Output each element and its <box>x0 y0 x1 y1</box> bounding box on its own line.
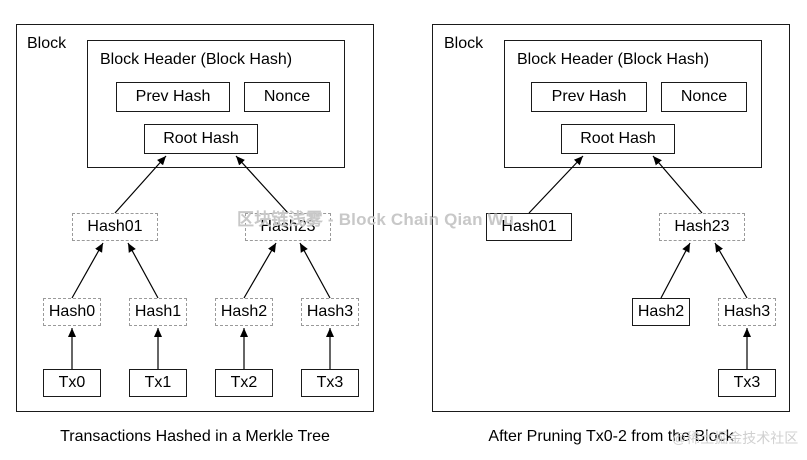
right-caption: After Pruning Tx0-2 from the Block <box>488 428 734 445</box>
left-caption: Transactions Hashed in a Merkle Tree <box>60 428 330 445</box>
right-header-label: Block Header (Block Hash) <box>517 51 710 68</box>
left-prev-hash-box: Prev Hash <box>116 82 230 112</box>
left-hash23-box: Hash23 <box>245 213 331 241</box>
left-block-label: Block <box>27 35 67 52</box>
right-hash2-box: Hash2 <box>632 298 690 326</box>
left-hash1-box: Hash1 <box>129 298 187 326</box>
left-tx0-box: Tx0 <box>43 369 101 397</box>
corner-watermark: @稀土掘金技术社区 <box>672 430 799 446</box>
left-tx2-box: Tx2 <box>215 369 273 397</box>
left-root-hash-box: Root Hash <box>144 124 258 154</box>
left-hash0-box: Hash0 <box>43 298 101 326</box>
right-root-hash-box: Root Hash <box>561 124 675 154</box>
right-tx3-box: Tx3 <box>718 369 776 397</box>
center-watermark: 区块链浅雾 - Block Chain Qian Wu <box>237 210 515 229</box>
left-nonce-box: Nonce <box>244 82 330 112</box>
left-tx1-box: Tx1 <box>129 369 187 397</box>
left-tx3-box: Tx3 <box>301 369 359 397</box>
left-hash01-box: Hash01 <box>72 213 158 241</box>
right-block-label: Block <box>444 35 484 52</box>
right-nonce-box: Nonce <box>661 82 747 112</box>
right-hash01-box: Hash01 <box>486 213 572 241</box>
right-hash3-box: Hash3 <box>718 298 776 326</box>
left-header-label: Block Header (Block Hash) <box>100 51 293 68</box>
right-hash23-box: Hash23 <box>659 213 745 241</box>
left-hash3-box: Hash3 <box>301 298 359 326</box>
left-hash2-box: Hash2 <box>215 298 273 326</box>
right-prev-hash-box: Prev Hash <box>531 82 647 112</box>
